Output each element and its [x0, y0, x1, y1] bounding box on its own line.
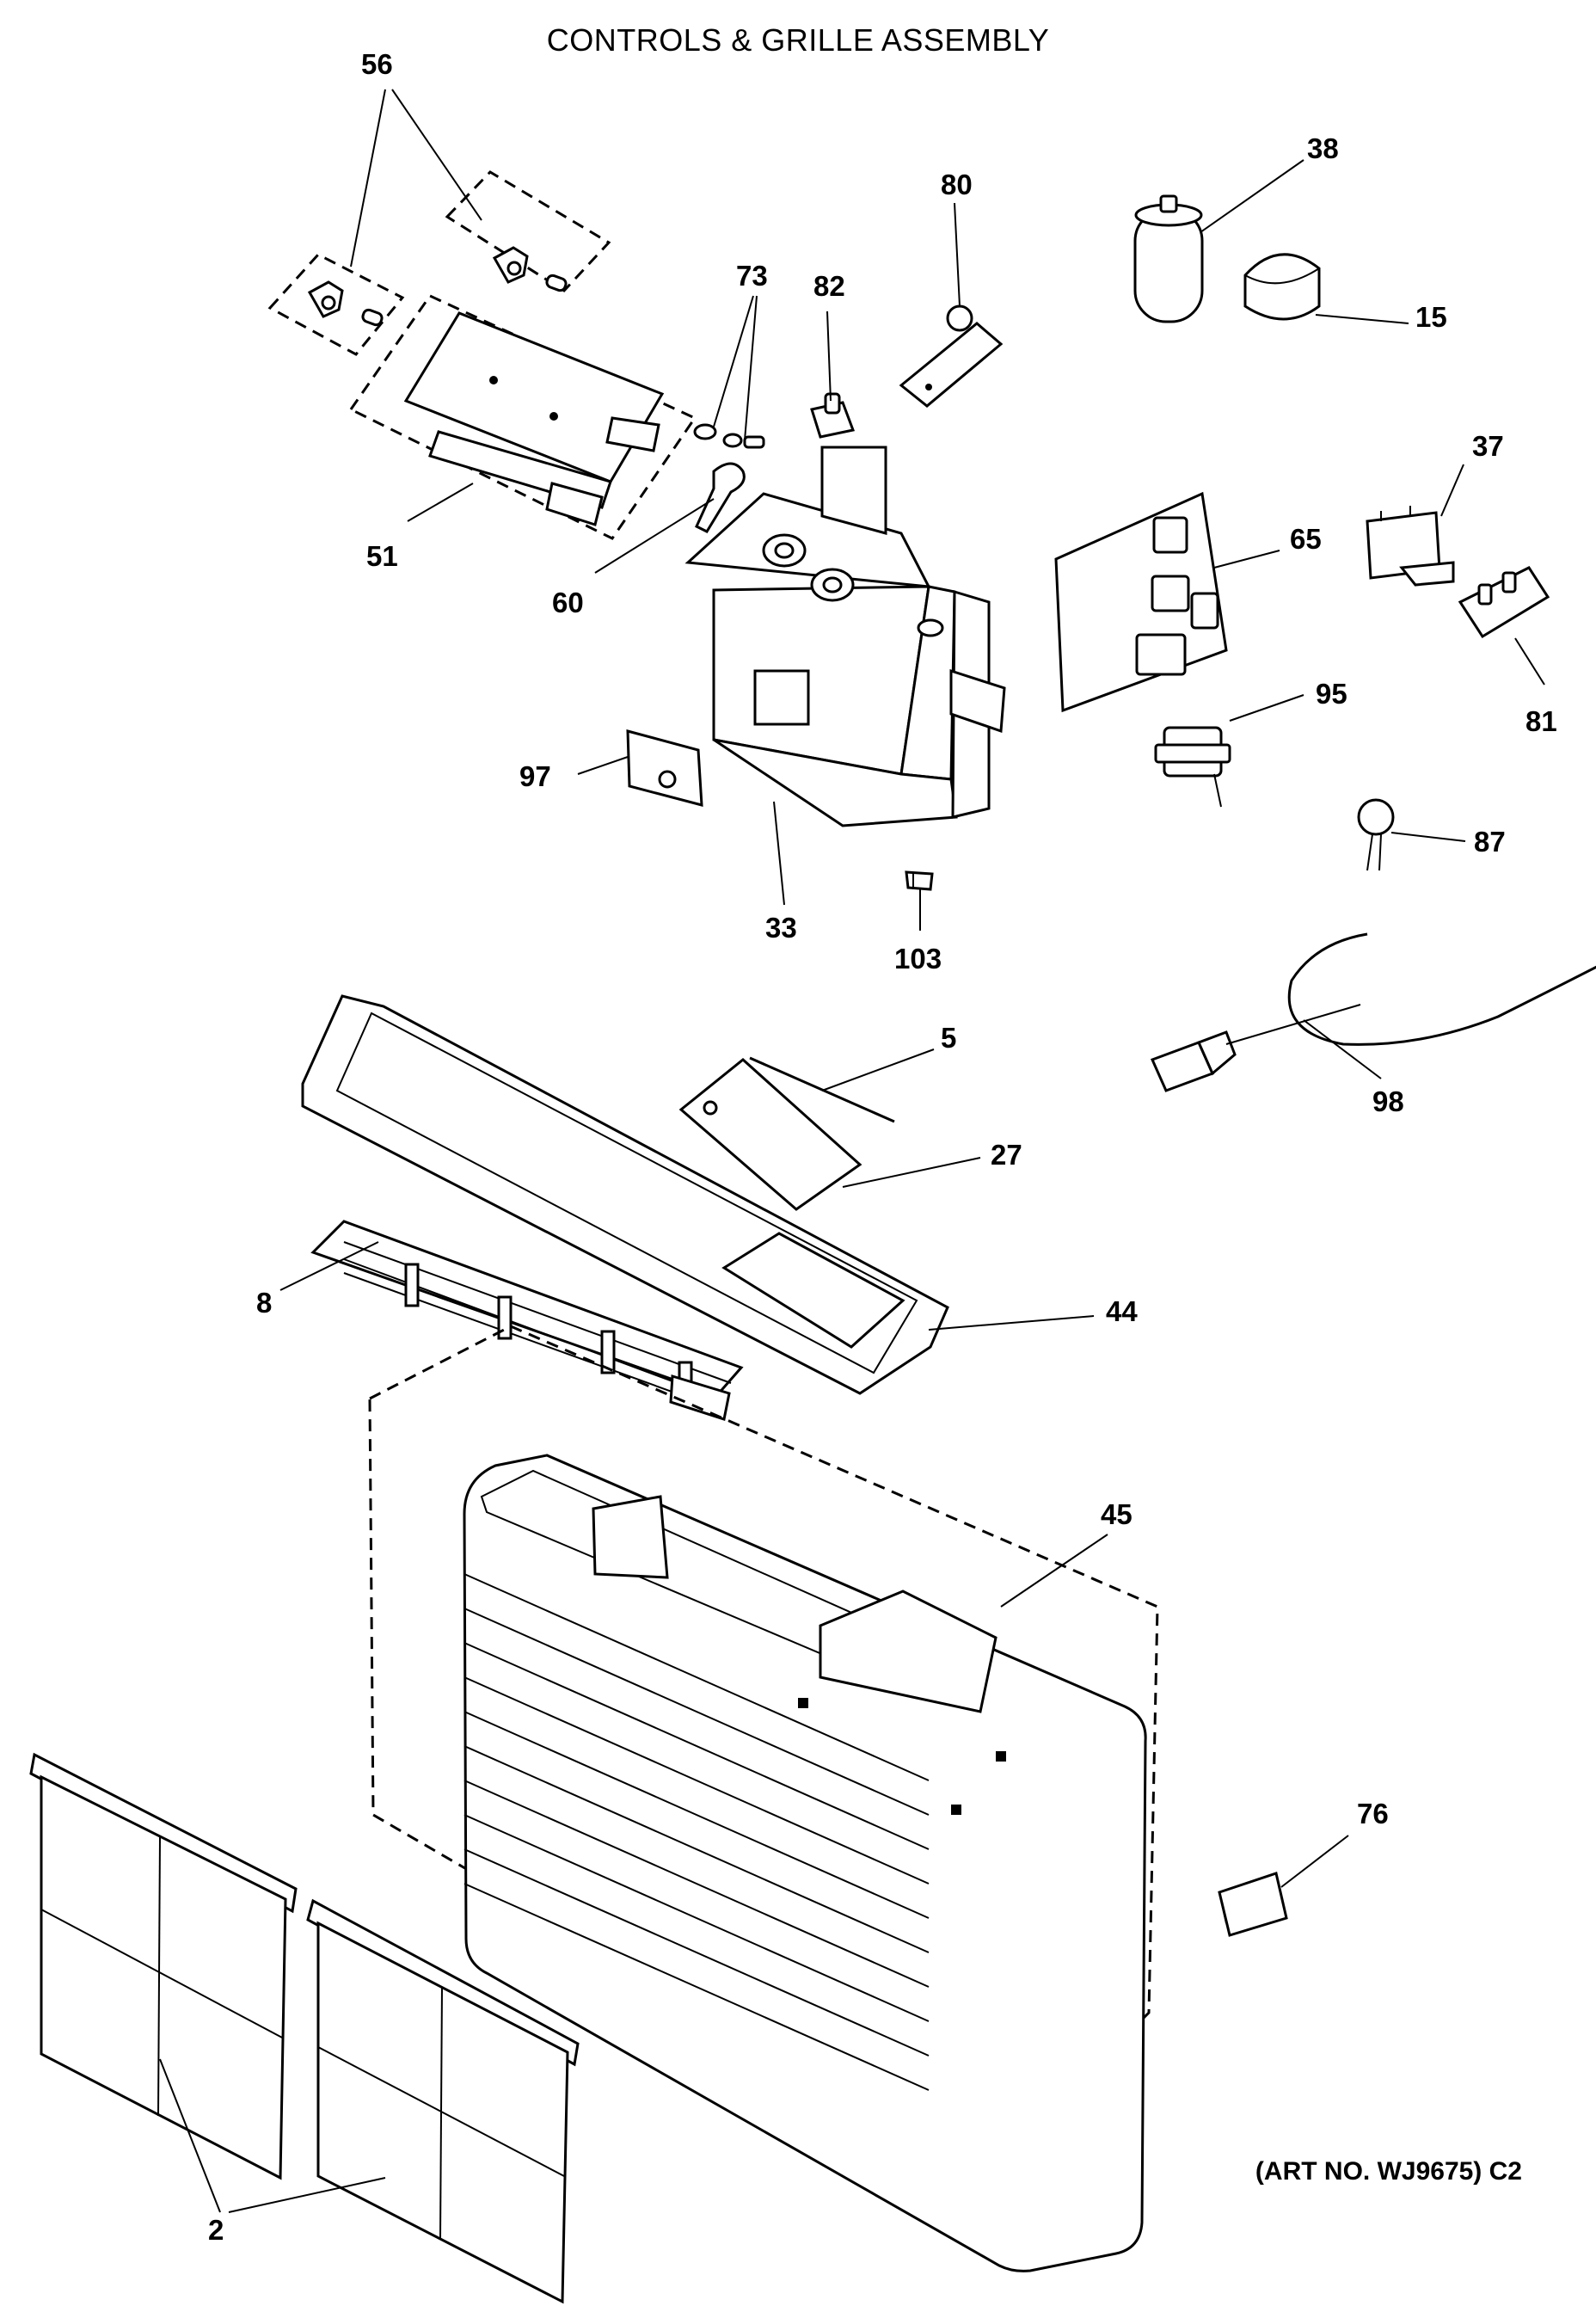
callout-51: 51 — [366, 540, 398, 572]
callout-27: 27 — [991, 1139, 1022, 1171]
callout-56: 56 — [361, 48, 393, 80]
callout-2: 2 — [208, 2214, 224, 2246]
callout-95: 95 — [1316, 678, 1347, 710]
callout-8: 8 — [256, 1287, 272, 1319]
callout-45: 45 — [1101, 1498, 1133, 1530]
leader-lines — [159, 89, 1545, 2213]
callout-38: 38 — [1307, 132, 1339, 164]
part-82-switch — [810, 392, 856, 439]
part-44-top-frame — [301, 994, 949, 1395]
callout-73: 73 — [736, 260, 768, 292]
callout-76: 76 — [1357, 1798, 1389, 1829]
callout-98: 98 — [1372, 1085, 1404, 1117]
callout-33: 33 — [765, 912, 797, 944]
part-76-bracket — [1218, 1872, 1288, 1937]
part-8-louver-assembly — [310, 1220, 744, 1421]
diagram-title: CONTROLS & GRILLE ASSEMBLY — [546, 22, 1050, 58]
callout-82: 82 — [813, 270, 845, 302]
art-number: (ART NO. WJ9675) C2 — [1255, 2157, 1522, 2186]
part-103-clip — [905, 870, 934, 891]
callout-87: 87 — [1474, 826, 1506, 858]
callout-44: 44 — [1106, 1295, 1138, 1327]
part-33-control-box — [684, 446, 1006, 827]
part-87-thermistor — [1357, 798, 1395, 871]
callout-37: 37 — [1472, 430, 1504, 462]
callout-65: 65 — [1290, 523, 1322, 555]
callout-80: 80 — [941, 169, 973, 200]
part-65-circuit-board — [1054, 491, 1228, 713]
callout-15: 15 — [1415, 301, 1447, 333]
callout-97: 97 — [519, 760, 551, 792]
part-80-thermostat — [899, 304, 1004, 408]
part-98-power-cord — [1150, 932, 1596, 1092]
callout-5: 5 — [941, 1022, 956, 1054]
part-56-knobs — [267, 170, 611, 356]
part-15-capacitor-strap — [1243, 253, 1321, 321]
callout-81: 81 — [1525, 705, 1557, 737]
grille-slats — [463, 1573, 930, 2091]
callout-60: 60 — [552, 587, 584, 618]
part-37-relay — [1366, 506, 1455, 587]
part-97-cover-plate — [626, 729, 703, 807]
callout-labels: 56 73 82 80 38 15 37 51 60 65 81 95 97 3… — [208, 48, 1557, 2246]
part-27-door — [678, 1058, 862, 1211]
part-38-capacitor — [1133, 194, 1204, 323]
part-2-filters — [29, 1752, 580, 2304]
callout-103: 103 — [894, 943, 942, 975]
part-45-front-grille — [368, 1325, 1159, 2272]
part-51-control-board — [348, 294, 697, 540]
part-81-terminal-block — [1458, 566, 1550, 639]
part-73-60-hardware — [693, 423, 765, 533]
part-95-transformer — [1154, 726, 1231, 808]
